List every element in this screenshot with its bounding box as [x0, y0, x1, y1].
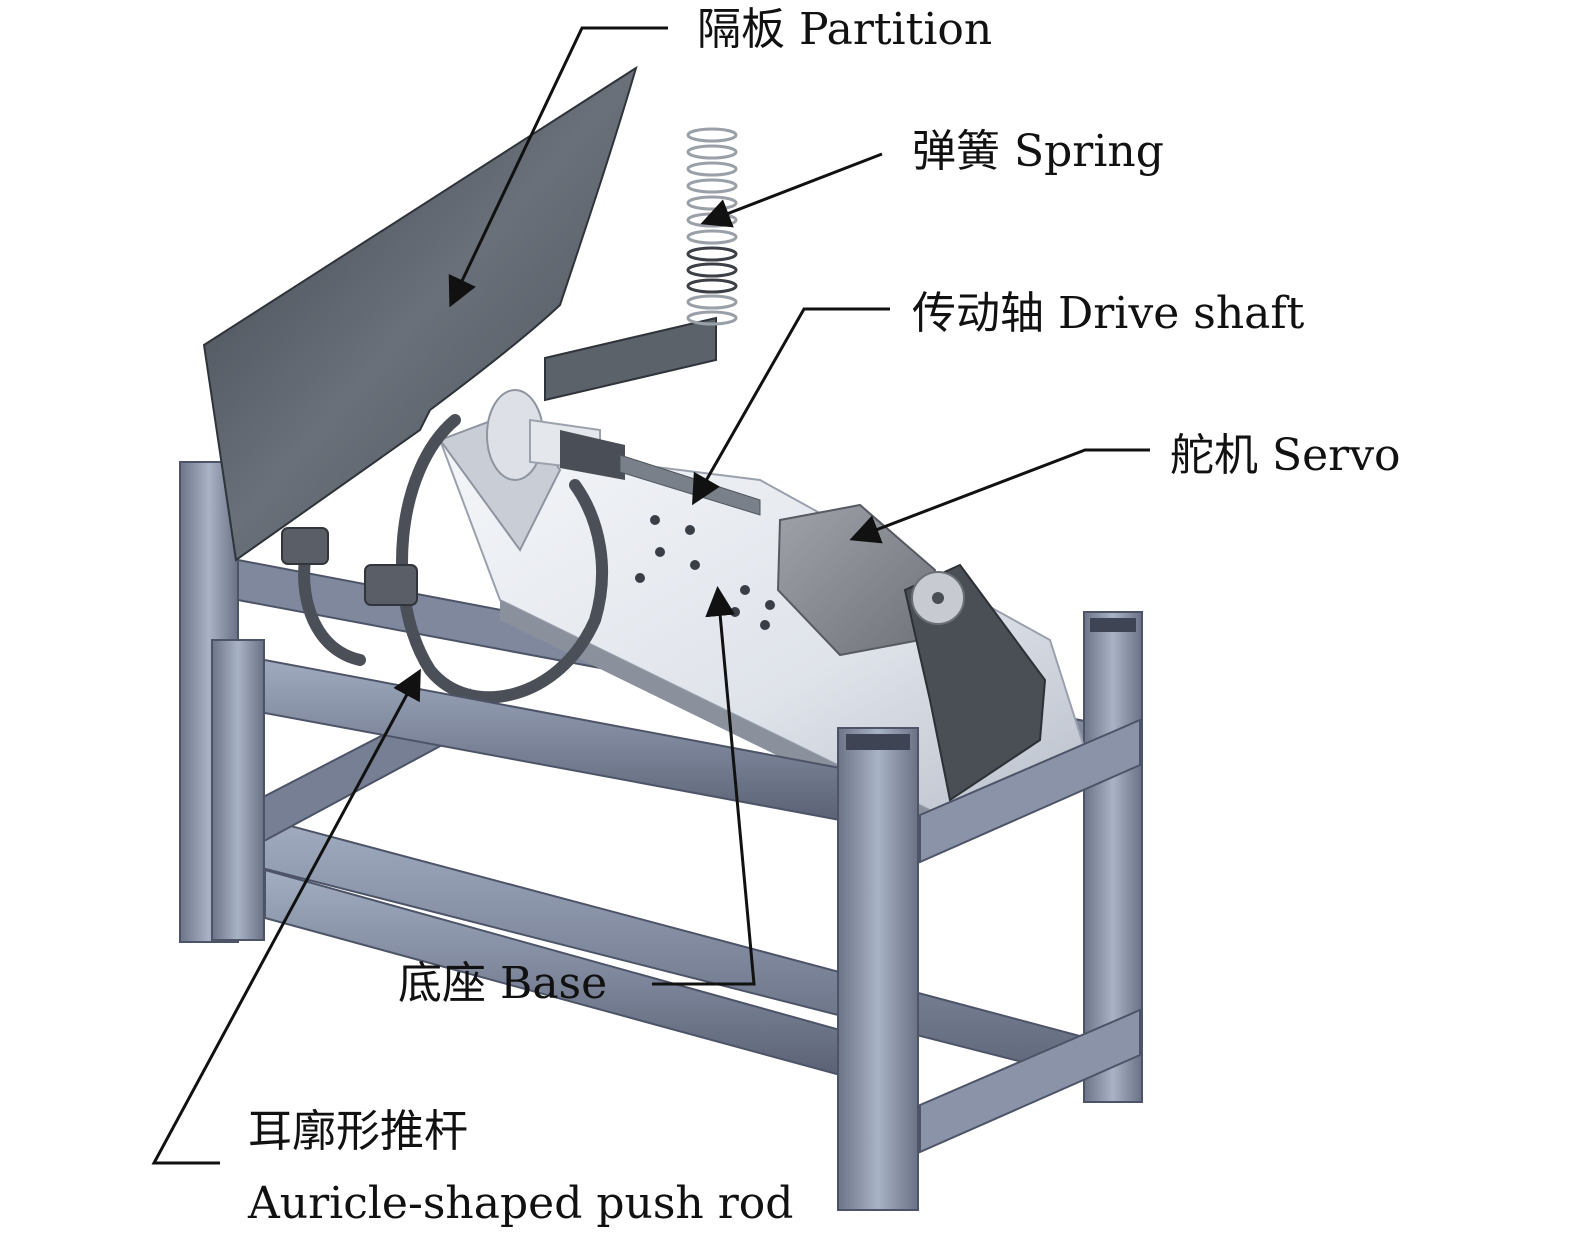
frame-beam-lower-back: [237, 810, 1141, 1094]
label-push-rod-en: Auricle-shaped push rod: [248, 1178, 794, 1229]
leader-base: [652, 586, 756, 986]
push-rod-loop: [396, 414, 609, 704]
label-drive-shaft: 传动轴 Drive shaft: [912, 292, 1304, 336]
label-push-rod-cn: 耳廓形推杆: [248, 1106, 468, 1157]
frame-post-front-right: [837, 727, 919, 1211]
drive-shaft: [486, 389, 761, 516]
frame-post-front-left: [211, 639, 265, 941]
base-holes: [635, 515, 775, 630]
leader-spring: [700, 152, 883, 228]
spring: [686, 127, 738, 326]
push-rod-arm-left: [298, 554, 366, 666]
frame-crossbeam-right-upper: [919, 718, 1141, 864]
servo: [776, 503, 1047, 802]
leader-drive-shaft: [692, 307, 890, 506]
leader-lines: [151, 26, 1150, 1165]
label-spring: 弹簧 Spring: [912, 130, 1164, 174]
frame-crossbeam-right-lower: [919, 1008, 1141, 1154]
label-drive-shaft-text: 传动轴 Drive shaft: [912, 288, 1305, 339]
shaft-coupling: [560, 430, 625, 480]
label-base-text: 底座 Base: [398, 958, 608, 1009]
partition: [202, 65, 717, 562]
label-servo-text: 舵机 Servo: [1170, 430, 1401, 481]
auricle-push-rod: [298, 414, 609, 704]
label-partition-text: 隔板 Partition: [697, 4, 993, 55]
label-base: 底座 Base: [398, 962, 607, 1006]
label-spring-text: 弹簧 Spring: [912, 126, 1164, 177]
leader-push-rod: [151, 668, 421, 1165]
label-partition: 隔板 Partition: [697, 8, 992, 52]
partition-plate: [202, 65, 638, 562]
push-rod-mounts: [281, 527, 418, 606]
label-push-rod: 耳廓形推杆 Auricle-shaped push rod: [248, 1096, 793, 1240]
label-servo: 舵机 Servo: [1170, 434, 1401, 478]
partition-arm: [544, 316, 717, 402]
leader-servo: [849, 448, 1150, 544]
frame-front: [211, 639, 1141, 1211]
leader-partition: [448, 26, 668, 308]
